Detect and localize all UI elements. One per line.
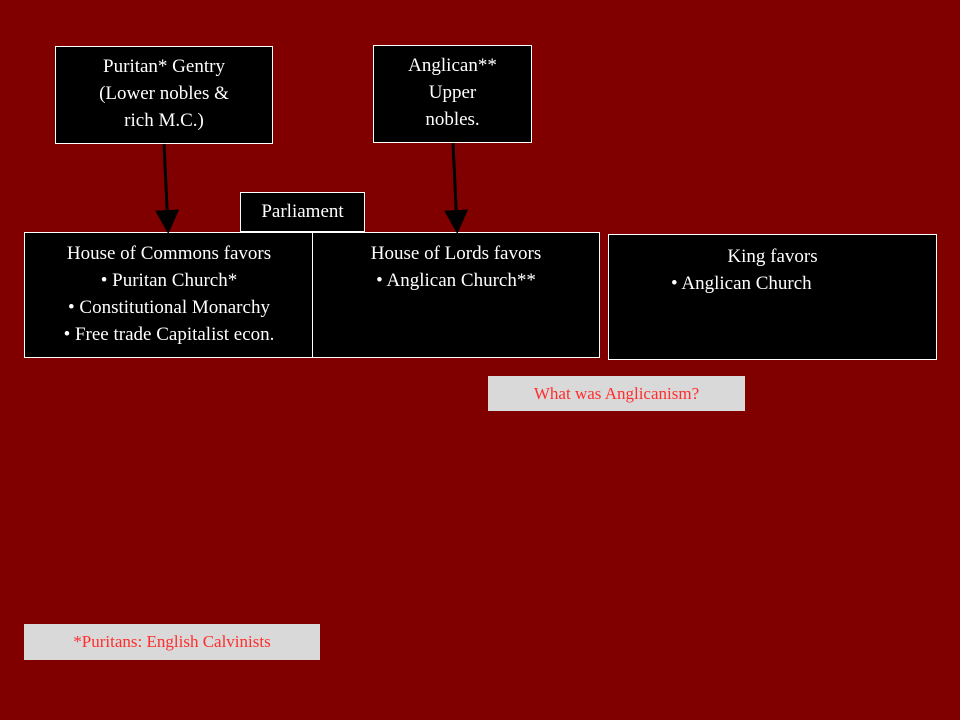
puritan-gentry-line-1: Puritan* Gentry (103, 56, 225, 77)
house-of-commons-item: • Puritan Church* (100, 270, 238, 291)
puritan-to-commons-arrow (155, 143, 180, 234)
anglican-nobles-line-1: Anglican** (408, 55, 497, 76)
anglicanism-question-link[interactable]: What was Anglicanism? (488, 376, 745, 411)
puritan-gentry-line-3: rich M.C.) (124, 110, 204, 131)
puritan-gentry-box: Puritan* Gentry (Lower nobles & rich M.C… (55, 46, 273, 144)
parliament-box: Parliament (240, 192, 365, 232)
anglican-nobles-line-3: nobles. (425, 109, 480, 130)
house-of-commons-title: House of Commons favors (66, 243, 272, 264)
king-item: • Anglican Church (671, 273, 812, 294)
king-title: King favors (727, 246, 818, 267)
puritan-gentry-line-2: (Lower nobles & (99, 83, 229, 104)
house-of-commons-box: House of Commons favors • Puritan Church… (24, 232, 314, 358)
puritans-footnote: *Puritans: English Calvinists (24, 624, 320, 660)
house-of-commons-item: • Free trade Capitalist econ. (63, 324, 275, 345)
anglican-to-lords-arrow (444, 142, 469, 234)
parliament-label: Parliament (261, 201, 344, 222)
anglican-nobles-line-2: Upper (428, 82, 477, 103)
king-box: King favors • Anglican Church (608, 234, 937, 360)
house-of-lords-box: House of Lords favors • Anglican Church*… (312, 232, 600, 358)
house-of-commons-item: • Constitutional Monarchy (68, 297, 270, 318)
anglican-nobles-box: Anglican** Upper nobles. (373, 45, 532, 143)
house-of-lords-item: • Anglican Church** (376, 270, 536, 291)
house-of-lords-title: House of Lords favors (370, 243, 542, 264)
